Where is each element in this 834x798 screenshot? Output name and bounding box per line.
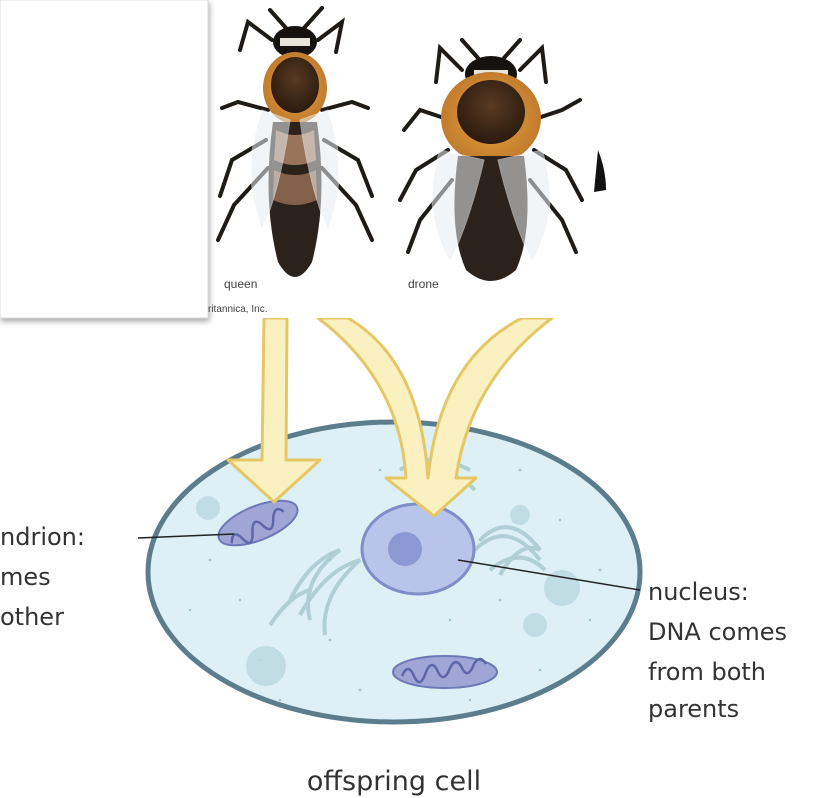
mito-label-line-1: ndrion: xyxy=(0,523,85,551)
nucleus xyxy=(362,504,474,594)
vesicle xyxy=(510,505,530,525)
mitochondrion-lower xyxy=(393,656,497,688)
bee-illustration-panel: queen drone ritannica, xyxy=(208,0,608,318)
arrow-from-queen xyxy=(228,318,320,502)
mito-label-line-2: mes xyxy=(0,563,51,591)
nucleus-label-line-4: parents xyxy=(648,695,739,723)
vesicle xyxy=(196,496,220,520)
nucleus-label-line-2: DNA comes xyxy=(648,618,787,646)
offspring-cell xyxy=(148,422,640,722)
nucleolus xyxy=(388,532,422,566)
nucleus-label: nucleus: DNA comes from both parents xyxy=(648,578,787,723)
nucleus-label-line-3: from both xyxy=(648,658,766,686)
vesicle xyxy=(246,646,286,686)
vesicle xyxy=(523,613,547,637)
cell-caption: offspring cell xyxy=(307,766,481,797)
image-credit: ritannica, Inc. xyxy=(208,304,267,315)
nucleus-label-line-1: nucleus: xyxy=(648,578,749,606)
overlay-card xyxy=(0,0,208,318)
queen-label: queen xyxy=(224,277,257,291)
mitochondrion-label: ndrion: mes other xyxy=(0,523,85,631)
mito-label-line-3: other xyxy=(0,603,64,631)
drone-label: drone xyxy=(408,277,439,291)
